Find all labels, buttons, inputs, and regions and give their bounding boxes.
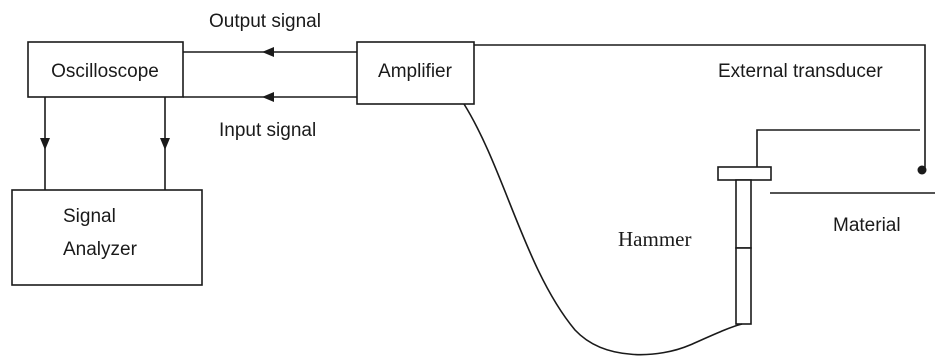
input-signal-connection: Input signal bbox=[183, 92, 357, 141]
oscilloscope-node: Oscilloscope bbox=[27, 41, 184, 98]
input-signal-arrow bbox=[262, 92, 274, 102]
oscilloscope-box bbox=[27, 41, 184, 98]
signal-analyzer-node: Signal Analyzer bbox=[11, 189, 203, 286]
signal-analyzer-label-line1: Signal bbox=[63, 206, 116, 227]
signal-analyzer-box bbox=[11, 189, 203, 286]
material-top-outline bbox=[756, 129, 920, 170]
amplifier-label: Amplifier bbox=[378, 61, 453, 82]
external-transducer-wire bbox=[474, 44, 926, 170]
material-label: Material bbox=[833, 215, 901, 236]
output-signal-label: Output signal bbox=[209, 11, 321, 32]
external-transducer-sensor bbox=[917, 165, 927, 175]
external-transducer-label: External transducer bbox=[718, 61, 883, 82]
oscilloscope-to-analyzer-connections bbox=[40, 97, 170, 190]
hammer-handle-upper bbox=[735, 179, 752, 249]
oscilloscope-label: Oscilloscope bbox=[51, 61, 159, 82]
output-signal-connection: Output signal bbox=[183, 11, 357, 57]
hammer-label: Hammer bbox=[618, 227, 691, 251]
material-node: Material bbox=[756, 129, 935, 236]
hammer-head bbox=[717, 166, 772, 181]
amplifier-box bbox=[356, 41, 475, 105]
signal-analyzer-label-line2: Analyzer bbox=[63, 239, 138, 260]
hammer-handle-lower bbox=[735, 247, 752, 325]
analyzer-link-left-arrow bbox=[40, 138, 50, 150]
hammer-cable bbox=[463, 103, 743, 356]
hammer-node: Hammer bbox=[618, 166, 772, 325]
input-signal-label: Input signal bbox=[219, 120, 316, 141]
analyzer-link-right-arrow bbox=[160, 138, 170, 150]
external-transducer-cable: External transducer bbox=[474, 44, 927, 175]
amplifier-node: Amplifier bbox=[356, 41, 475, 105]
output-signal-arrow bbox=[262, 47, 274, 57]
